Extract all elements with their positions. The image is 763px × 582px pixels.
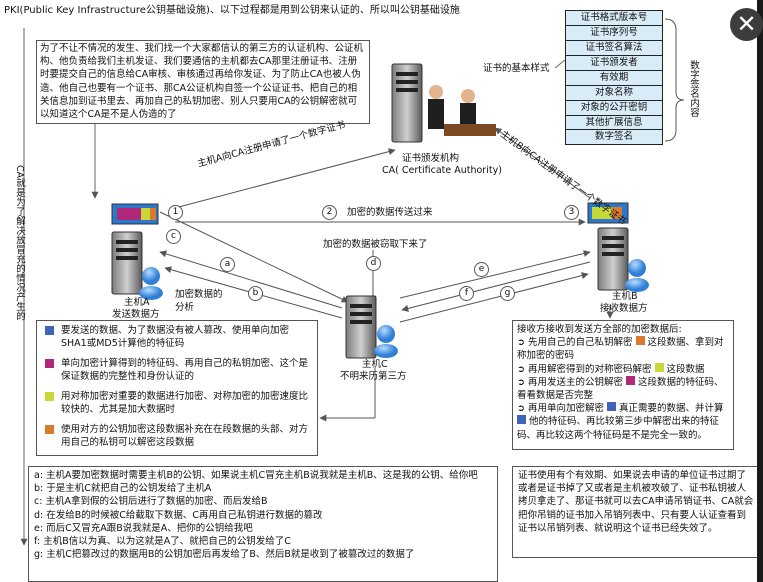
receiver-box: 接收方接收到发送方全部的加密数据后: ➲ 先用自己的自己私钥解密 这段数据、拿到…	[512, 320, 734, 450]
cert-field: 对象名称	[565, 85, 663, 101]
revocation-text: 证书使用有个有效期、如果说去申请的单位证书过期了或者是证书掉了又或者是主机被攻破…	[518, 470, 754, 534]
cert-field: 证书序列号	[565, 25, 663, 41]
hostA-role: 发送数据方	[112, 309, 160, 320]
hostA-data-packet-icon	[111, 203, 159, 225]
intro-box: 为了不让不情况的发生、我们找一个大家都信认的第三方的认证机构、公证机构、他负责给…	[36, 40, 370, 124]
step-explanation: a: 主机A要加密数据时需要主机B的公钥、如果说主机C冒充主机B说我就是主机B、…	[34, 470, 478, 481]
legend-box: 要发送的数据、为了数据没有被人篡改、使用单向加密SHA1或MD5计算他的特征码 …	[36, 320, 318, 456]
hostB-role: 接收数据方	[600, 303, 648, 314]
step-2-marker: 2	[322, 205, 337, 220]
legend-swatch	[45, 392, 54, 401]
cert-field: 证书格式版本号	[565, 10, 663, 26]
edge-e-marker: e	[474, 262, 489, 277]
ca-label-en: CA( Certificate Authority)	[382, 165, 502, 176]
step-explanation: e: 而后C又冒充A跟B说我就是A、把你的公钥给我吧	[34, 522, 253, 534]
hostA-label: 主机A	[124, 297, 150, 308]
cert-label: 证书的基本样式	[483, 63, 550, 74]
cert-field: 对象的公开密钥	[565, 100, 663, 116]
hostB-computer-icon	[597, 227, 649, 292]
cert-field-signature: 数字签名	[565, 129, 663, 145]
receiver-swatch	[517, 415, 526, 425]
legend-item: 使用对方的公钥加密这段数据补充在在段数据的头部、对方用自己的私钥可以解密这段数据	[45, 423, 311, 451]
hostB-to-ca-arrow	[494, 127, 591, 199]
receiver-swatch	[607, 402, 617, 412]
hostC-computer-icon	[345, 295, 398, 359]
receiver-title: 接收方接收到发送方全部的加密数据后:	[517, 324, 682, 335]
receiver-swatch	[635, 336, 645, 346]
cert-field: 证书签名算法	[565, 40, 663, 56]
hostC-role: 不明来历第三方	[340, 371, 407, 382]
close-icon: ✕	[736, 10, 757, 38]
receiver-step: ➲ 先用自己的自己私钥解密 这段数据、拿到对称加密的密码	[517, 336, 729, 362]
step-explanation: b: 于是主机C就把自己的公钥发给了主机A	[34, 483, 212, 495]
receiver-step-text: ➲ 再用解密得到的对称密码解密	[517, 363, 652, 375]
revocation-box: 证书使用有个有效期、如果说去申请的单位证书过期了或者是证书掉了又或者是主机被攻破…	[512, 466, 757, 558]
receiver-step-text: 这段数据的特征码、看看数据是否完整	[517, 376, 724, 402]
receiver-step: ➲ 再用单向加密解密 真正需要的数据、并计算 他的特征码、再比较第三步中解密出来…	[517, 402, 729, 442]
hostC-label: 主机C	[362, 359, 388, 370]
receiver-step-text: 这段数据、拿到对称加密的密码	[517, 337, 724, 362]
ca-authority-icon	[391, 63, 496, 143]
step-explanation: f: 主机B信以为真、以为这就是A了、就把自己的公钥发给了C	[34, 536, 291, 548]
receiver-step: ➲ 再用发送主的公钥解密 这段数据的特征码、看看数据是否完整	[517, 375, 729, 402]
receiver-step-text: 他的特征码、再比较第三步中解密出来的特征码、再比较这两个特征码是不是完全一致的。	[517, 416, 720, 441]
edge-c-marker: c	[166, 229, 181, 244]
cert-field: 有效期	[565, 70, 663, 86]
edge-d-marker: d	[366, 256, 381, 271]
receiver-step-text: ➲ 再用单向加密解密	[517, 403, 604, 415]
ca-label: 证书颁发机构	[402, 153, 460, 164]
edge-b-marker: b	[248, 286, 263, 301]
receiver-swatch	[654, 362, 664, 372]
legend-text: 要发送的数据、为了数据没有被人篡改、使用单向加密SHA1或MD5计算他的特征码	[61, 325, 290, 350]
page-title: PKI(Public Key Infrastructure公钥基础设施)、以下过…	[4, 5, 460, 16]
edge-a-marker: a	[220, 257, 235, 272]
hostB-label: 主机B	[612, 291, 638, 302]
legend-item: 用对称加密对重要的数据进行加密、对称加密的加密速度比较快的、尤其是加大数据时	[45, 390, 311, 418]
step-1-marker: 1	[168, 205, 183, 220]
legend-item: 要发送的数据、为了数据没有被人篡改、使用单向加密SHA1或MD5计算他的特征码	[45, 324, 311, 352]
legend-swatch	[45, 359, 54, 368]
hostA-computer-icon	[111, 231, 163, 300]
steps-explanation-box: a: 主机A要加密数据时需要主机B的公钥、如果说主机C冒充主机B说我就是主机B、…	[28, 466, 498, 582]
cert-brace-label: 数字签名内容	[688, 60, 699, 117]
stolen-label: 加密的数据被窃取下来了	[323, 239, 428, 250]
receiver-step: ➲ 再用解密得到的对称密码解密 这段数据	[517, 362, 729, 376]
receiver-step-text: ➲ 先用自己的自己私钥解密	[517, 337, 633, 349]
hostA-to-ca-arrow	[174, 148, 396, 209]
hostB-data-packet-icon	[587, 202, 629, 224]
receiver-step-text: 真正需要的数据、并计算	[619, 403, 724, 415]
legend-swatch	[45, 425, 54, 434]
cert-field: 其他扩展信息	[565, 115, 663, 131]
receiver-step-text: 这段数据	[666, 363, 705, 375]
close-button[interactable]: ✕	[730, 8, 763, 41]
legend-text: 单向加密计算得到的特征码、再用自己的私钥加密、这个是保证数据的完整性和身份认证的	[61, 358, 309, 383]
analysis-label: 加密数据的分析	[175, 289, 223, 313]
step-3-marker: 3	[564, 205, 579, 220]
cert-field: 证书颁发者	[565, 55, 663, 71]
edge-g-marker: g	[500, 286, 515, 301]
legend-item: 单向加密计算得到的特征码、再用自己的私钥加密、这个是保证数据的完整性和身份认证的	[45, 357, 311, 385]
data-transfer-label: 加密的数据传送过来	[347, 207, 433, 218]
legend-text: 用对称加密对重要的数据进行加密、对称加密的加密速度比较快的、尤其是加大数据时	[61, 391, 309, 416]
step-explanation: g: 主机C把篡改过的数据用B的公钥加密后再发给了B、然后B就是收到了被篡改过的…	[34, 549, 415, 561]
intro-text: 为了不让不情况的发生、我们找一个大家都信认的第三方的认证机构、公证机构、他负责给…	[40, 43, 364, 121]
step-explanation: c: 主机A拿到假的公钥后进行了数据的加密、而后发给B	[34, 496, 268, 508]
legend-swatch	[45, 326, 54, 335]
left-vertical-label: CA就是为了解决放冒充的情况产生的	[14, 165, 25, 321]
receiver-swatch	[626, 375, 636, 385]
step-explanation: d: 在发给B的时候被C给截取下数据、C再用自己私钥进行数据的篡改	[34, 509, 323, 521]
edge-f-marker: f	[459, 286, 474, 301]
receiver-step-text: ➲ 再用发送主的公钥解密	[517, 376, 623, 388]
legend-text: 使用对方的公钥加密这段数据补充在在段数据的头部、对方用自己的私钥可以解密这段数据	[61, 424, 309, 449]
